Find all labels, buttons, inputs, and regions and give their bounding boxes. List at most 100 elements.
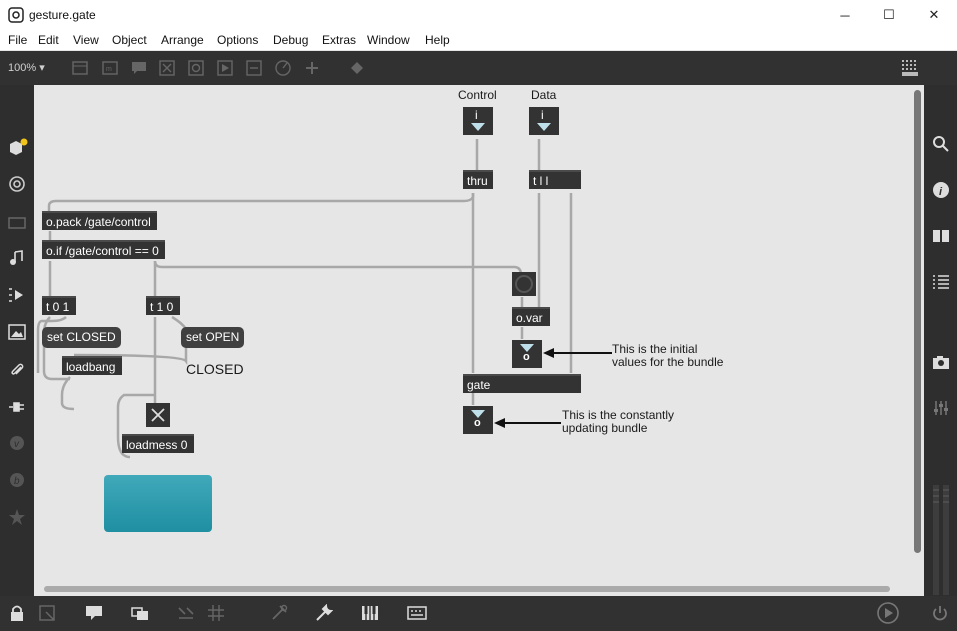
gate-object[interactable]: gate xyxy=(463,374,581,393)
menu-object[interactable]: Object xyxy=(112,33,147,47)
new-toggle-icon[interactable] xyxy=(186,58,206,78)
new-dial-icon[interactable] xyxy=(273,58,293,78)
vizzie-icon[interactable]: v xyxy=(8,434,26,452)
grid-view-icon[interactable] xyxy=(900,58,920,78)
piano-keys-icon[interactable] xyxy=(361,604,379,622)
target-icon[interactable] xyxy=(8,175,26,193)
patcher-canvas[interactable]: Control Data CLOSED This is the initial … xyxy=(34,85,924,596)
new-comment-icon[interactable] xyxy=(129,58,149,78)
menu-edit[interactable]: Edit xyxy=(38,33,59,47)
wrench-icon[interactable] xyxy=(315,604,333,622)
new-object-icon[interactable] xyxy=(70,58,90,78)
snapshot-camera-icon[interactable] xyxy=(932,353,950,371)
paint-bucket-icon[interactable] xyxy=(347,58,367,78)
toggle-x-icon xyxy=(151,408,165,422)
close-button[interactable]: ✕ xyxy=(928,7,940,22)
patcher-toolbar: 100% ▾ m xyxy=(0,51,957,85)
svg-text:b: b xyxy=(14,476,20,487)
keyboard-icon[interactable] xyxy=(407,604,427,622)
control-inlet[interactable]: i xyxy=(463,107,493,135)
set-open-message[interactable]: set OPEN xyxy=(181,327,245,348)
favorites-star-icon[interactable] xyxy=(8,508,26,526)
beap-icon[interactable]: b xyxy=(8,471,26,489)
color-panel[interactable] xyxy=(104,475,212,532)
menu-file[interactable]: File xyxy=(8,33,28,47)
new-slider-icon[interactable] xyxy=(215,58,235,78)
power-icon[interactable] xyxy=(931,604,949,622)
plug-icon[interactable] xyxy=(8,398,26,416)
updating-bundle-arrow xyxy=(494,418,561,428)
minimize-button[interactable]: ─ xyxy=(840,7,850,23)
menu-bar: File Edit View Object Arrange Options De… xyxy=(0,30,957,51)
loadbang-object[interactable]: loadbang xyxy=(62,356,122,375)
lock-icon[interactable] xyxy=(8,604,26,622)
search-icon[interactable] xyxy=(932,135,950,153)
console-icon[interactable] xyxy=(85,604,103,622)
new-number-icon[interactable] xyxy=(244,58,264,78)
trigger-10-object[interactable]: t 1 0 xyxy=(146,296,180,315)
add-icon[interactable] xyxy=(302,58,322,78)
data-inlet[interactable]: i xyxy=(529,107,559,135)
menu-help[interactable]: Help xyxy=(425,33,450,47)
initial-bundle-outlet[interactable]: o xyxy=(512,340,542,368)
initial-values-comment: This is the initial values for the bundl… xyxy=(612,342,724,369)
gate-state-display: CLOSED xyxy=(186,361,244,377)
updating-bundle-comment: This is the constantly updating bundle xyxy=(562,408,675,435)
new-message-icon[interactable]: m xyxy=(100,58,120,78)
svg-text:v: v xyxy=(14,439,20,450)
menu-window[interactable]: Window xyxy=(367,33,410,47)
snap-icon[interactable] xyxy=(177,604,195,622)
presentation-icon[interactable] xyxy=(8,214,26,232)
list-icon[interactable] xyxy=(932,273,950,291)
right-sidebar: i xyxy=(924,85,957,596)
horizontal-scrollbar[interactable] xyxy=(44,586,890,592)
audio-play-icon[interactable] xyxy=(876,601,900,625)
title-bar: gesture.gate ─ ☐ ✕ xyxy=(0,0,957,30)
bang-button[interactable] xyxy=(512,272,536,296)
patch-cords xyxy=(36,139,573,459)
reference-book-icon[interactable] xyxy=(932,227,950,245)
loadmess-object[interactable]: loadmess 0 xyxy=(122,434,194,453)
thru-object[interactable]: thru xyxy=(463,170,493,189)
bang-circle-icon xyxy=(515,275,533,293)
outlet-arrow-icon xyxy=(520,344,534,352)
trigger-list-object[interactable]: t l l xyxy=(529,170,581,189)
updating-bundle-outlet[interactable]: o xyxy=(463,406,493,434)
packages-icon[interactable] xyxy=(7,137,29,159)
initial-values-arrow xyxy=(543,348,612,358)
image-icon[interactable] xyxy=(8,323,26,341)
paperclip-icon[interactable] xyxy=(8,361,26,379)
gate-toggle[interactable] xyxy=(146,403,170,427)
menu-debug[interactable]: Debug xyxy=(273,33,309,47)
menu-view[interactable]: View xyxy=(73,33,99,47)
audio-meter-icon xyxy=(933,485,949,595)
menu-arrange[interactable]: Arrange xyxy=(161,33,204,47)
inlet-arrow-icon xyxy=(471,123,485,131)
menu-extras[interactable]: Extras xyxy=(322,33,357,47)
debug-probe-icon[interactable] xyxy=(270,604,288,622)
media-icon[interactable] xyxy=(8,286,26,304)
grid-icon[interactable] xyxy=(207,604,225,622)
music-note-icon[interactable] xyxy=(8,249,26,267)
inlet-arrow-icon xyxy=(537,123,551,131)
control-label: Control xyxy=(458,88,497,102)
presentation-mode-icon[interactable] xyxy=(38,604,56,622)
mixer-sliders-icon[interactable] xyxy=(932,399,950,417)
zoom-level[interactable]: 100% ▾ xyxy=(8,62,45,74)
data-label: Data xyxy=(531,88,557,102)
window-title: gesture.gate xyxy=(29,8,96,22)
oif-object[interactable]: o.if /gate/control == 0 xyxy=(42,240,165,259)
info-icon[interactable]: i xyxy=(932,181,950,199)
set-closed-message[interactable]: set CLOSED xyxy=(42,327,121,348)
bottom-toolbar xyxy=(0,596,957,631)
vertical-scrollbar[interactable] xyxy=(914,90,921,553)
ovar-object[interactable]: o.var xyxy=(512,307,550,326)
svg-text:i: i xyxy=(939,186,943,198)
max-app-icon xyxy=(8,7,24,23)
trigger-01-object[interactable]: t 0 1 xyxy=(42,296,76,315)
opack-object[interactable]: o.pack /gate/control xyxy=(42,211,157,230)
new-button-icon[interactable] xyxy=(157,58,177,78)
maximize-button[interactable]: ☐ xyxy=(883,7,895,22)
new-view-icon[interactable] xyxy=(131,604,149,622)
menu-options[interactable]: Options xyxy=(217,33,259,47)
